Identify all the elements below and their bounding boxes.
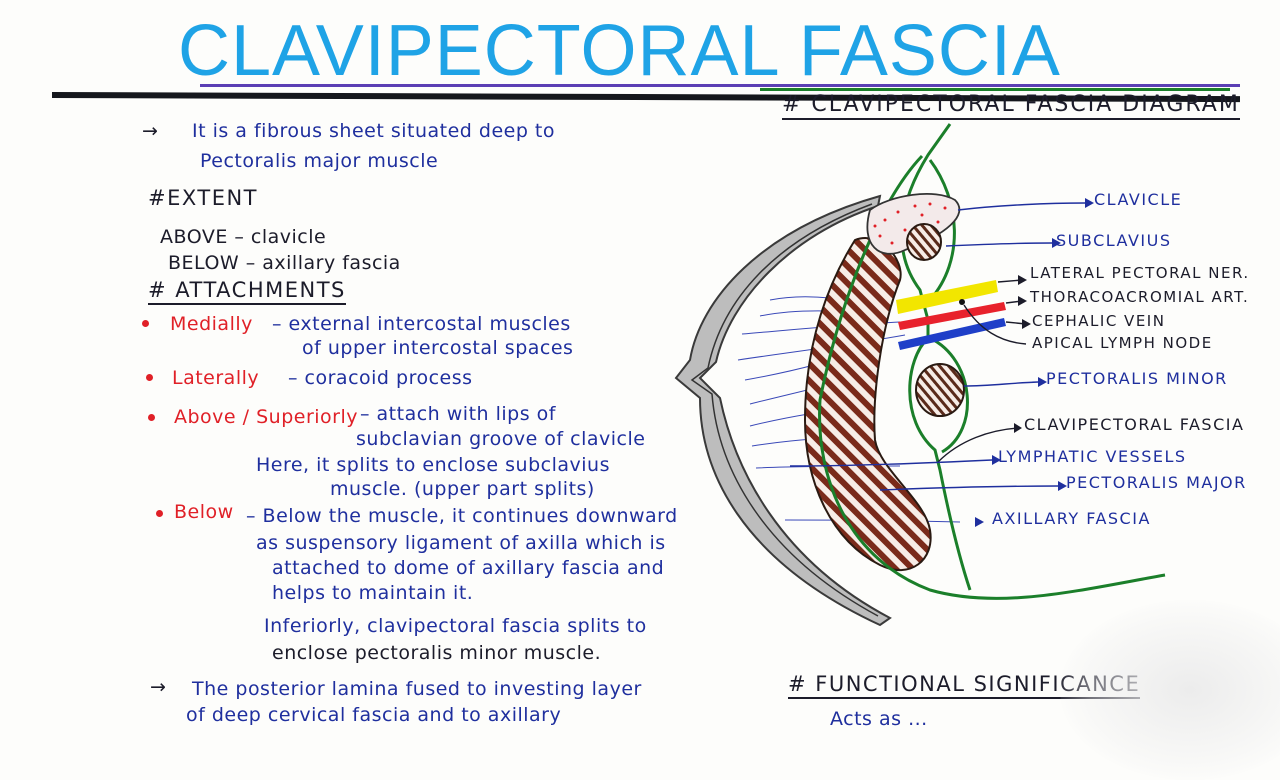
below-text-6: enclose pectoralis minor muscle.: [272, 642, 602, 664]
below-text-1: – Below the muscle, it continues downwar…: [246, 505, 678, 527]
above-text-3: Here, it splits to enclose subclavius: [256, 454, 610, 476]
bullet-above: [148, 414, 155, 421]
thoracoacromial-artery: [898, 302, 1006, 330]
laterally-text: – coracoid process: [288, 367, 473, 389]
below-text-3: attached to dome of axillary fascia and: [272, 557, 665, 579]
below-text-2: as suspensory ligament of axilla which i…: [256, 532, 666, 554]
label-cephalic: CEPHALIC VEIN: [1032, 312, 1166, 330]
paper-smudge: [1060, 600, 1280, 780]
intro-line-1: It is a fibrous sheet situated deep to: [192, 120, 555, 142]
chest-wall-shadow: [674, 194, 892, 627]
page-title: CLAVIPECTORAL FASCIA: [178, 11, 1061, 91]
laterally-label: Laterally: [172, 367, 260, 389]
cephalic-vein: [898, 318, 1006, 350]
fascia-subclavius-sheath: [928, 159, 956, 301]
posterior-line-2: of deep cervical fascia and to axillary: [186, 704, 562, 726]
label-lateral-pectoral: LATERAL PECTORAL NER.: [1030, 264, 1250, 282]
above-text-2: subclavian groove of clavicle: [356, 428, 646, 450]
apical-lymph-node: [959, 299, 965, 305]
posterior-line-1: The posterior lamina fused to investing …: [192, 678, 642, 700]
pectoralis-major-shape: [803, 237, 932, 571]
bullet-laterally: [146, 374, 153, 381]
lymphatic-lines: [737, 296, 961, 523]
label-pec-major: PECTORALIS MAJOR: [1066, 473, 1247, 492]
label-apical: APICAL LYMPH NODE: [1032, 334, 1213, 352]
below-label: Below: [174, 501, 234, 523]
above-text-4: muscle. (upper part splits): [330, 478, 595, 500]
label-clavicle: CLAVICLE: [1094, 190, 1183, 209]
extent-above: ABOVE – clavicle: [160, 226, 327, 248]
intro-line-2: Pectoralis major muscle: [200, 150, 439, 172]
medially-text-1: – external intercostal muscles: [272, 313, 571, 335]
subclavius-shape: [906, 223, 942, 261]
extent-below: BELOW – axillary fascia: [168, 252, 401, 274]
label-subclavius: SUBCLAVIUS: [1056, 231, 1172, 250]
clavicle-shape: [866, 193, 961, 255]
label-pec-minor: PECTORALIS MINOR: [1046, 369, 1228, 388]
label-lymphatic: LYMPHATIC VESSELS: [998, 447, 1187, 466]
medially-label: Medially: [170, 313, 253, 335]
pectoralis-minor-shape: [915, 363, 965, 417]
label-thoracoacromial: THORACOACROMIAL ART.: [1030, 288, 1250, 306]
diagram-heading: # CLAVIPECTORAL FASCIA DIAGRAM: [782, 92, 1240, 120]
posterior-arrow: →: [150, 676, 167, 698]
below-text-5: Inferiorly, clavipectoral fascia splits …: [264, 615, 647, 637]
functional-line-1: Acts as ...: [830, 708, 928, 730]
label-axillary-fascia: AXILLARY FASCIA: [992, 509, 1151, 528]
chest-wall-edge: [690, 203, 879, 617]
bullet-below: [156, 510, 163, 517]
label-clavi-fascia: CLAVIPECTORAL FASCIA: [1024, 415, 1245, 434]
above-label: Above / Superiorly: [174, 406, 358, 428]
above-text-1: – attach with lips of: [360, 403, 556, 425]
clavicle-dots: [873, 202, 947, 245]
extent-heading: #EXTENT: [148, 186, 259, 210]
fascia-pec-minor-sheath: [929, 336, 969, 454]
title-underline-purple: [200, 84, 1240, 87]
intro-arrow: →: [142, 120, 159, 142]
below-text-4: helps to maintain it.: [272, 582, 474, 604]
medially-text-2: of upper intercostal spaces: [302, 337, 574, 359]
attachments-heading: # ATTACHMENTS: [148, 278, 346, 305]
lateral-pectoral-nerve: [896, 280, 998, 314]
bullet-medially: [142, 320, 149, 327]
fascia-inner: [900, 123, 972, 591]
title-underline-green: [760, 88, 1230, 91]
